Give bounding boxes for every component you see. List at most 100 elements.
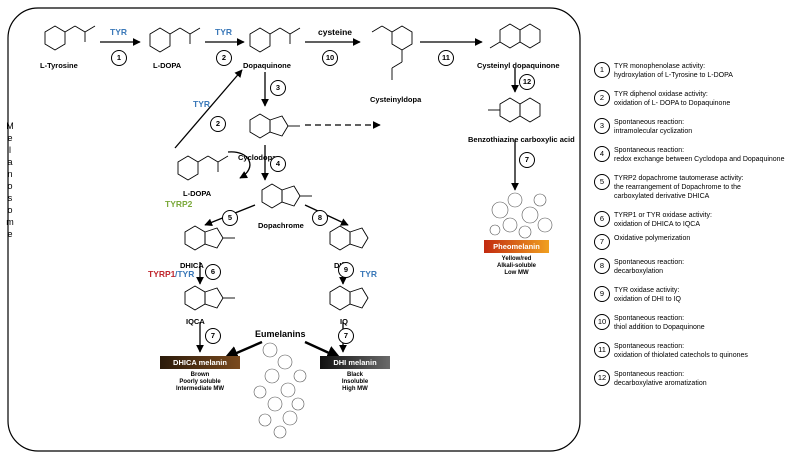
- enzyme-cysteine: cysteine: [318, 27, 353, 37]
- label-iq: IQ: [340, 317, 348, 326]
- legend-description: TYRP2 dopachrome tautomerase activity:th…: [614, 174, 744, 201]
- step-8: 8: [312, 210, 328, 226]
- molecule-tyrosine: [44, 25, 96, 51]
- legend-line: TYRP1 or TYR oxidase activity:: [614, 212, 712, 219]
- molecule-dopachrome: [261, 183, 312, 209]
- legend-line: TYR oxidase activity:: [614, 287, 680, 294]
- legend-line: oxidation of L- DOPA to Dopaquinone: [614, 100, 731, 107]
- enzyme-tyr-1: TYR: [110, 27, 127, 37]
- legend-line: TYR monophenolase activity:: [614, 63, 706, 70]
- dhica-prop: Intermediate MW: [175, 386, 224, 392]
- legend-description: Oxidative polymerization: [614, 234, 690, 243]
- legend-line: carboxylated derivative DHICA: [614, 193, 710, 200]
- step-9: 9: [338, 262, 354, 278]
- step-10: 10: [322, 50, 338, 66]
- legend-step-number: 10: [594, 314, 610, 330]
- legend-description: Spontaneous reaction:thiol addition to D…: [614, 314, 705, 332]
- molecule-dopa-left: [177, 155, 229, 181]
- legend-line: TYRP2 dopachrome tautomerase activity:: [614, 175, 744, 182]
- enzyme-tyr-slash: /TYR: [175, 269, 195, 279]
- legend-step-number: 12: [594, 370, 610, 386]
- label-eumelanins: Eumelanins: [255, 329, 306, 339]
- legend-step-number: 4: [594, 146, 610, 162]
- molecule-dopa: [149, 27, 201, 53]
- label-dhica: DHICA: [180, 261, 204, 270]
- enzyme-tyrp2: TYRP2: [165, 199, 193, 209]
- dhi-prop: Insoluble: [341, 379, 369, 385]
- legend-description: Spontaneous reaction: decarboxylative aro…: [614, 370, 707, 388]
- label-dopachrome: Dopachrome: [258, 221, 304, 230]
- legend-step-number: 9: [594, 286, 610, 302]
- eumelanin-polymer-sketch: [253, 342, 307, 439]
- label-dopaquinone: Dopaquinone: [243, 61, 291, 70]
- legend-step-number: 3: [594, 118, 610, 134]
- label-benzothiazine: Benzothiazine carboxylic acid: [468, 135, 575, 144]
- molecule-dopaquinone: [249, 27, 301, 53]
- legend-line: Spontaneous reaction:: [614, 259, 685, 266]
- step-7-dhi: 7: [338, 328, 354, 344]
- side-label-letter: M: [6, 121, 14, 131]
- side-label-letter: n: [7, 169, 13, 179]
- side-label-letter: e: [7, 133, 13, 143]
- legend-line: Spontaneous reaction:: [614, 119, 685, 126]
- legend-line: Spontaneous reaction:: [614, 371, 685, 378]
- dhi-melanin-box: DHI melanin: [320, 356, 390, 369]
- legend-line: oxidation of DHICA to IQCA: [614, 221, 700, 228]
- dhi-prop: High MW: [342, 386, 368, 392]
- label-tyrosine: L-Tyrosine: [40, 61, 78, 70]
- side-label-letter: s: [7, 193, 13, 203]
- dhica-prop: Poorly soluble: [179, 379, 221, 385]
- arrow-2b: [174, 69, 243, 149]
- legend-line: Oxidative polymerization: [614, 235, 691, 242]
- side-label-letter: e: [7, 229, 13, 239]
- label-dopa: L-DOPA: [153, 61, 182, 70]
- side-label-letter: m: [6, 217, 14, 227]
- dhica-melanin-box: DHICA melanin: [160, 356, 240, 369]
- legend-step-number: 1: [594, 62, 610, 78]
- step-6: 6: [205, 264, 221, 280]
- legend-line: Spontaneous reaction:: [614, 147, 685, 154]
- arrow-eu-right: [304, 340, 342, 360]
- legend-description: TYR oxidase activity: oxidation of DHI to…: [614, 286, 681, 304]
- legend-step-number: 5: [594, 174, 610, 190]
- molecule-dhica: [184, 225, 235, 251]
- pheomelanin-polymer-sketch: [489, 192, 553, 239]
- step-12: 12: [519, 74, 535, 90]
- side-label-letter: o: [7, 205, 13, 215]
- legend-description: Spontaneous reaction:intramolecular cycl…: [614, 118, 692, 136]
- enzyme-tyr-left: TYR: [193, 99, 210, 109]
- step-2b: 2: [210, 116, 226, 132]
- label-cysteinyldopa: Cysteinyldopa: [370, 95, 422, 104]
- label-cysteinyl-dopaquinone: Cysteinyl dopaquinone: [477, 61, 560, 70]
- pheo-prop: Low MW: [504, 270, 529, 276]
- legend-description: Spontaneous reaction:redox exchange betw…: [614, 146, 784, 164]
- side-label-letter: o: [7, 181, 13, 191]
- step-1: 1: [111, 50, 127, 66]
- step-2: 2: [216, 50, 232, 66]
- arrow-4-curve: [227, 151, 251, 179]
- legend-step-number: 8: [594, 258, 610, 274]
- legend-line: hydroxylation of L-Tyrosine to L-DOPA: [614, 72, 733, 79]
- legend-line: decarboxylative aromatization: [614, 380, 707, 387]
- molecule-iqca: [184, 285, 235, 311]
- legend-line: oxidation of DHI to IQ: [614, 296, 681, 303]
- step-3: 3: [270, 80, 286, 96]
- step-7-pheo: 7: [519, 152, 535, 168]
- side-label-letter: a: [7, 157, 13, 167]
- legend-step-number: 7: [594, 234, 610, 250]
- label-cyclodopa: Cyclodopa: [238, 153, 277, 162]
- legend-description: TYR diphenol oxidase activity:oxidation …: [614, 90, 730, 108]
- legend-step-number: 2: [594, 90, 610, 106]
- melanosome-outline: [7, 7, 581, 452]
- legend-line: decarboxylation: [614, 268, 664, 275]
- legend-step-number: 11: [594, 342, 610, 358]
- enzyme-tyr-2: TYR: [215, 27, 232, 37]
- legend-description: TYR monophenolase activity: hydroxylation…: [614, 62, 733, 80]
- dhica-prop: Brown: [190, 372, 210, 378]
- molecule-dhi: [329, 225, 369, 251]
- molecule-iq: [329, 285, 369, 311]
